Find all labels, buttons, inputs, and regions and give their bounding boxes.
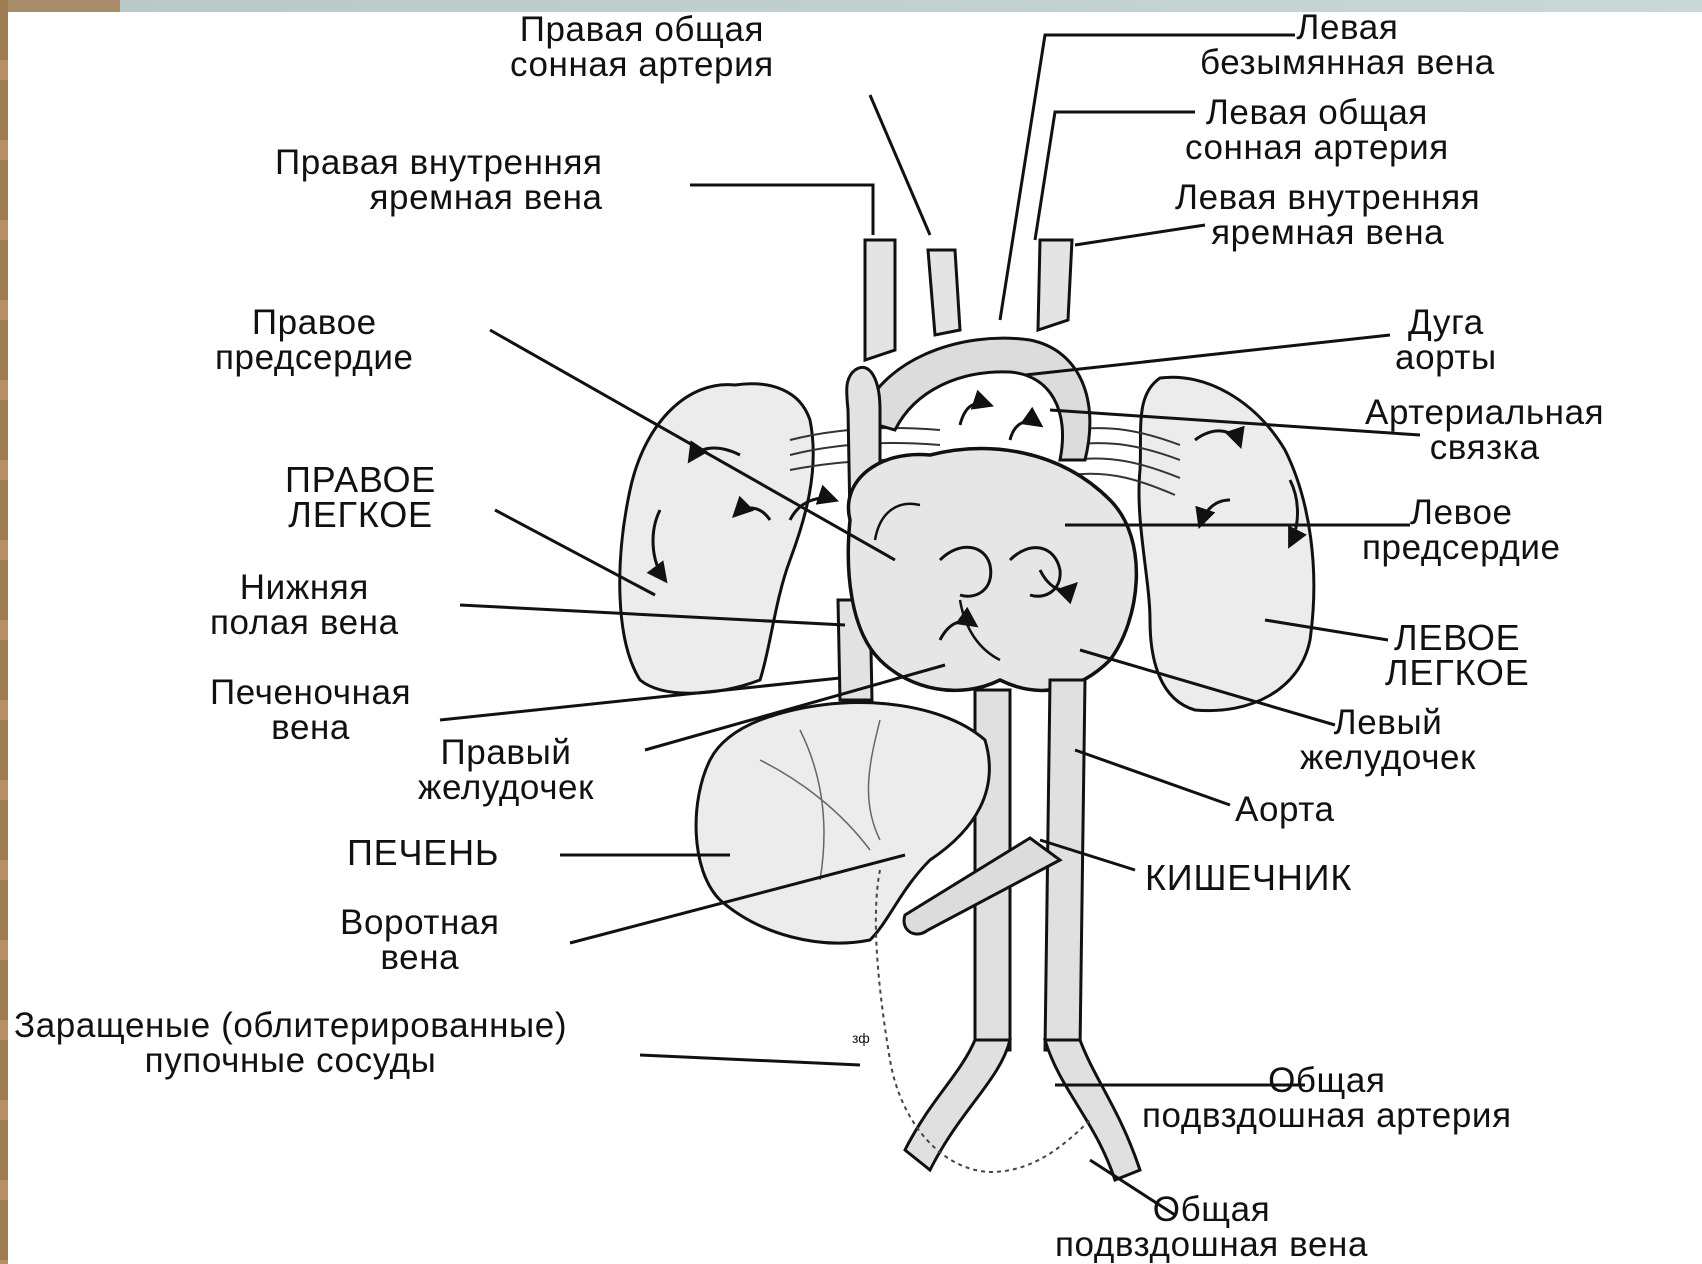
label-umbilical-vessels: Заращеные (облитерированные) пупочные со… — [14, 1008, 567, 1078]
label-right-common-carotid-artery: Правая общая сонная артерия — [510, 12, 774, 82]
label-left-lung: ЛЕВОЕ ЛЕГКОЕ — [1385, 620, 1530, 690]
label-liver: ПЕЧЕНЬ — [347, 835, 499, 870]
label-right-ventricle: Правый желудочек — [418, 735, 594, 805]
label-aorta: Аорта — [1235, 792, 1335, 827]
label-right-internal-jugular-vein: Правая внутренняя яремная вена — [275, 145, 603, 215]
umbilical-tag-glyph: зф — [852, 1030, 870, 1046]
label-left-ventricle: Левый желудочек — [1300, 705, 1476, 775]
label-portal-vein: Воротная вена — [340, 905, 500, 975]
label-left-common-carotid-artery: Левая общая сонная артерия — [1185, 95, 1449, 165]
label-common-iliac-artery: Общая подвздошная артерия — [1142, 1063, 1512, 1133]
label-right-atrium: Правое предсердие — [215, 305, 414, 375]
label-left-innominate-vein: Левая безымянная вена — [1200, 10, 1495, 80]
label-intestine: КИШЕЧНИК — [1145, 860, 1352, 895]
label-right-lung: ПРАВОЕ ЛЕГКОЕ — [285, 462, 436, 532]
right-lung-shape — [620, 384, 813, 693]
label-ductus-arteriosus: Артериальная связка — [1365, 395, 1604, 465]
label-left-internal-jugular-vein: Левая внутренняя яремная вена — [1175, 180, 1480, 250]
label-common-iliac-vein: Общая подвздошная вена — [1055, 1192, 1368, 1262]
label-inferior-vena-cava: Нижняя полая вена — [210, 570, 399, 640]
label-left-atrium: Левое предсердие — [1362, 495, 1561, 565]
aortic-arch-shape — [860, 338, 1090, 460]
label-hepatic-vein: Печеночная вена — [210, 675, 411, 745]
label-aortic-arch: Дуга аорты — [1395, 305, 1497, 375]
